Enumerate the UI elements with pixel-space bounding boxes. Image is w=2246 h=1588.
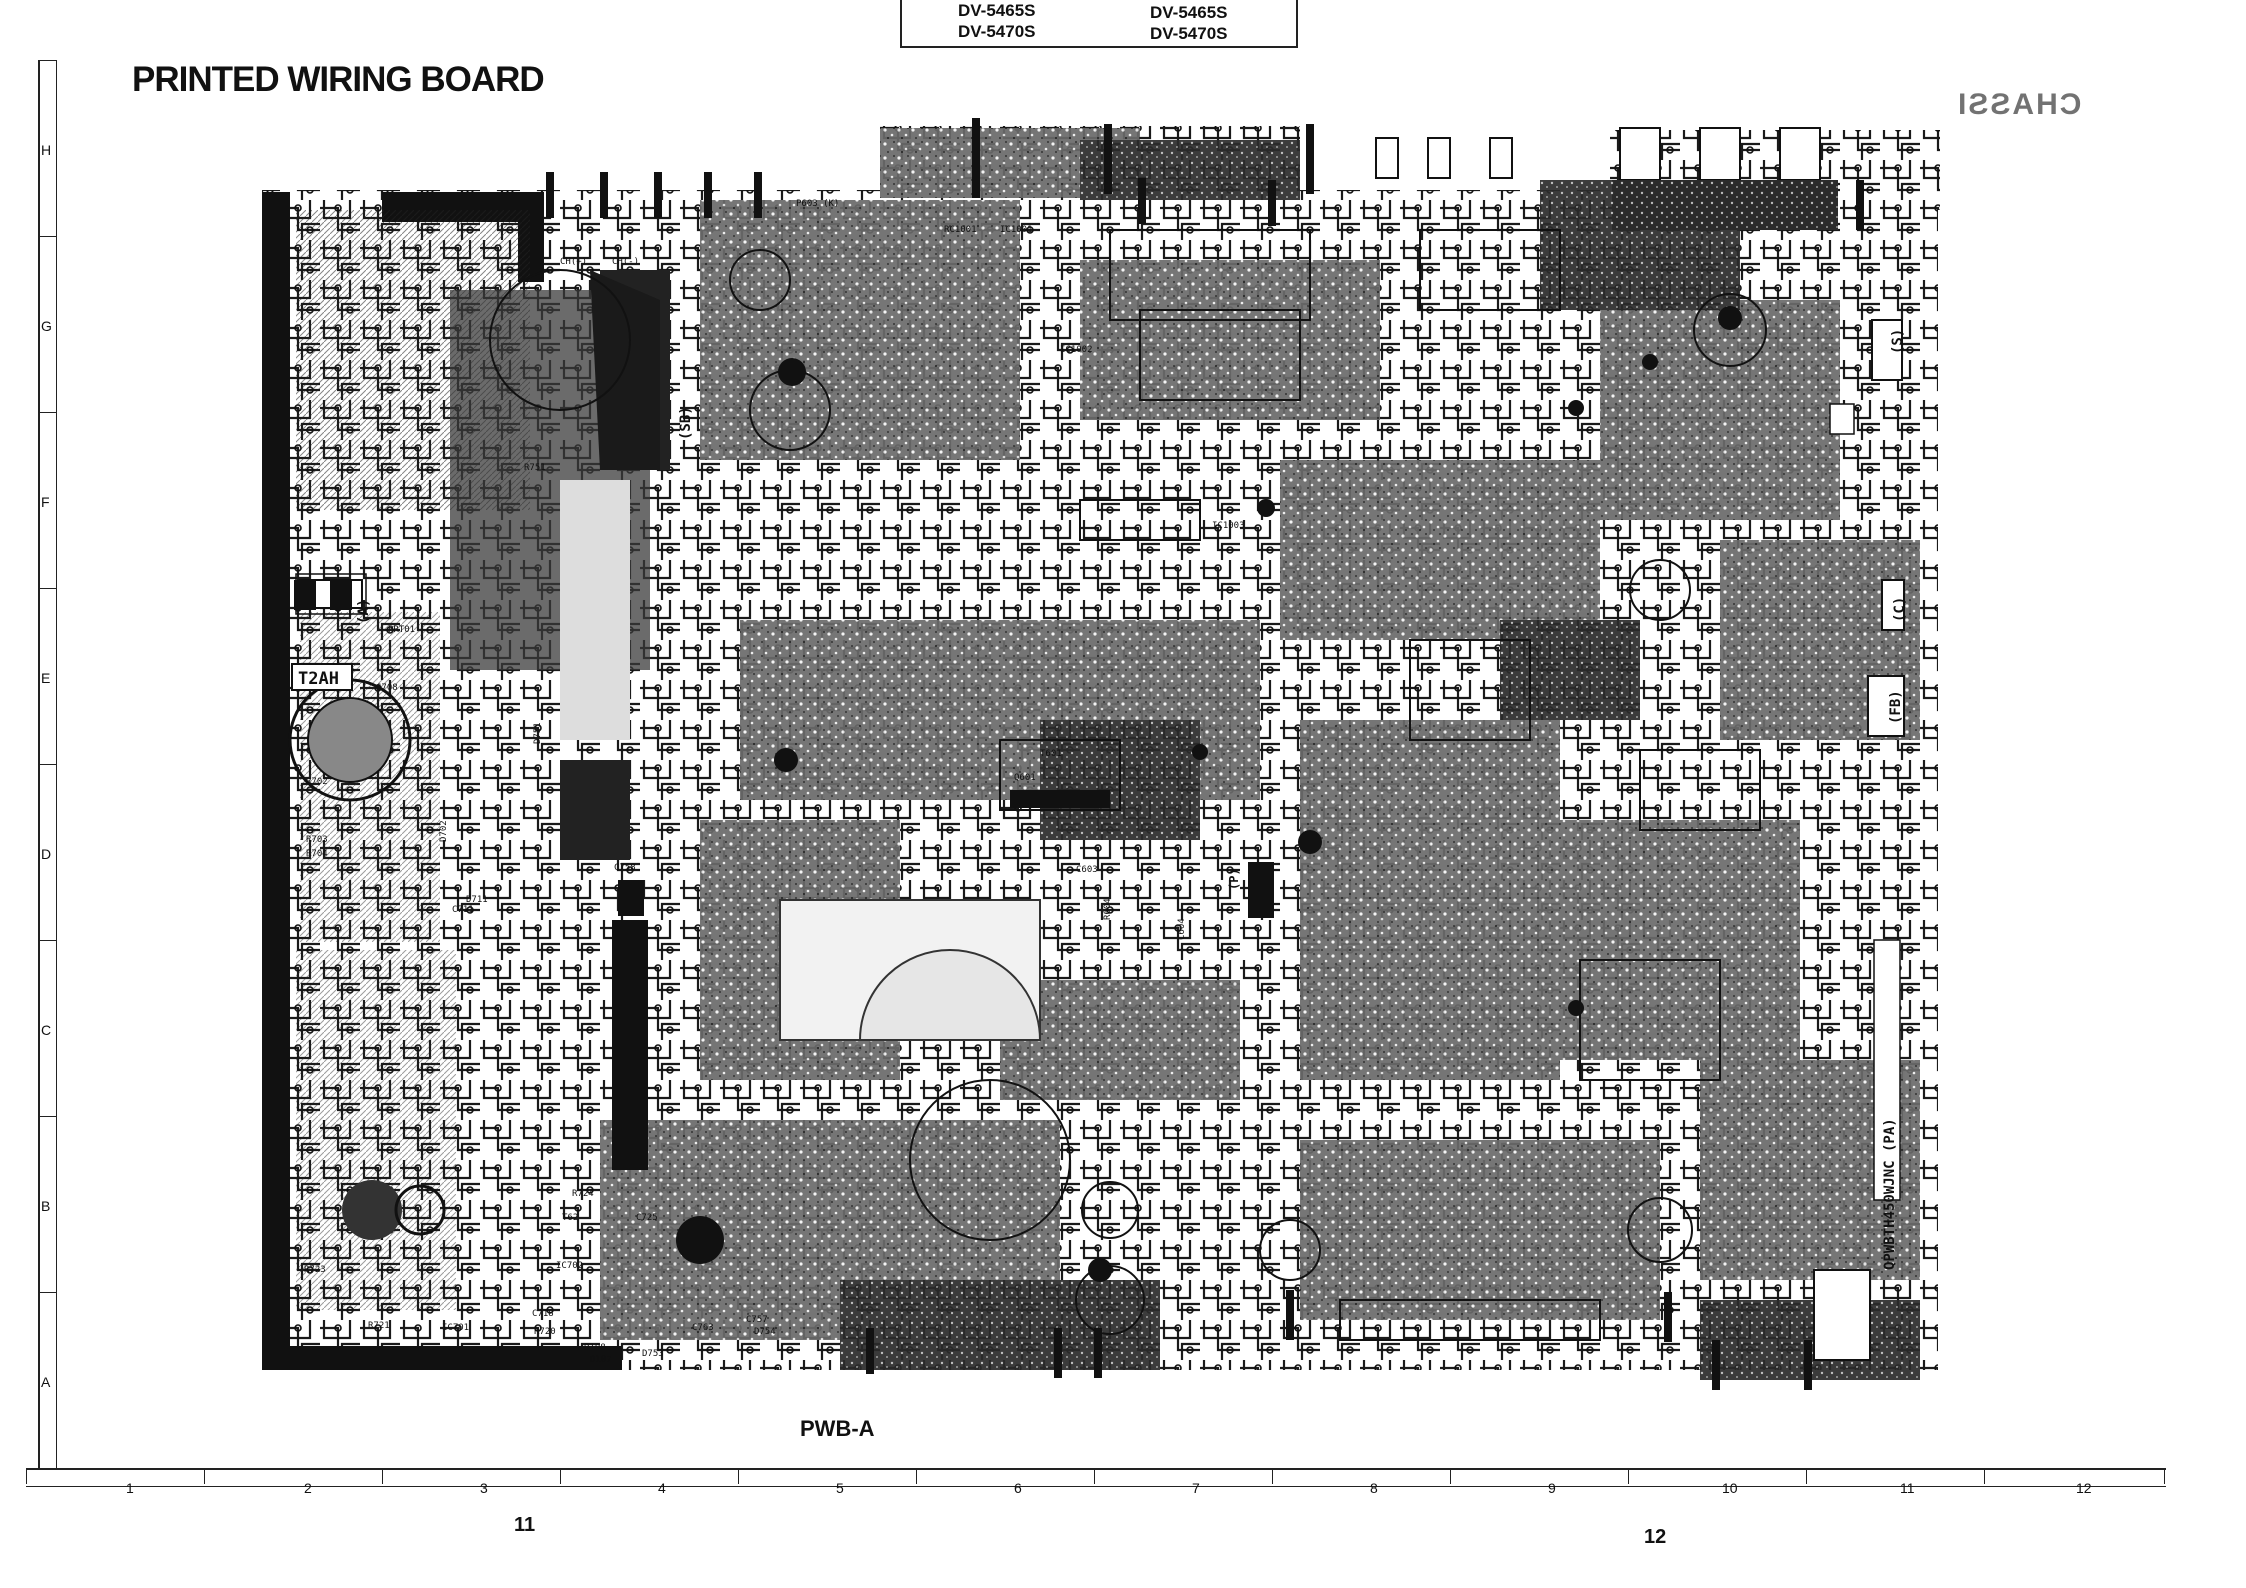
connector-a-label: (A) xyxy=(356,599,372,624)
col-label-7: 7 xyxy=(1192,1480,1200,1496)
col-label-9: 9 xyxy=(1548,1480,1556,1496)
comp-r724: R724 xyxy=(572,1189,594,1199)
right-edge-connectors xyxy=(1248,319,1905,1361)
connector-p-label: (P) xyxy=(1227,868,1241,890)
row-label-c: C xyxy=(41,1022,52,1038)
connector-sb-label: (SB) xyxy=(678,406,694,440)
comp-ic701: IC701 xyxy=(442,1323,469,1333)
comp-c718: C718 xyxy=(532,1309,554,1319)
row-label-f: F xyxy=(41,494,50,510)
connector-fb-label: (FB) xyxy=(1888,690,1904,724)
comp-c725: C725 xyxy=(636,1213,658,1223)
comp-rc1001: RC1001 xyxy=(944,225,977,235)
mounting-tabs xyxy=(546,118,1864,1390)
row-label-g: G xyxy=(41,318,52,334)
col-label-8: 8 xyxy=(1370,1480,1378,1496)
col-label-5: 5 xyxy=(836,1480,844,1496)
model-left-1: DV-5465S xyxy=(958,1,1036,20)
comp-r702: R702 xyxy=(306,777,328,787)
comp-d753: D753 xyxy=(642,1349,664,1359)
row-label-h: H xyxy=(41,142,52,158)
comp-d702: D702 xyxy=(439,820,449,842)
col-label-4: 4 xyxy=(658,1480,666,1496)
row-label-e: E xyxy=(41,670,51,686)
comp-ch-plus: CH(+) xyxy=(560,257,587,267)
connector-k-label: P603 (K) xyxy=(796,199,839,209)
comp-d107: D107 xyxy=(590,1355,612,1365)
comp-c757: C757 xyxy=(746,1315,768,1325)
ic-outlines xyxy=(1079,229,1761,1341)
comp-r751: R751 xyxy=(524,463,546,473)
comp-c708: C708 xyxy=(376,683,398,693)
comp-d754: D754 xyxy=(754,1327,776,1337)
comp-d108: D108 xyxy=(584,1343,606,1353)
part-code-label: QPWBTH450WJNC (PA) xyxy=(1882,1118,1898,1270)
comp-prt01: PRT01 xyxy=(388,625,415,635)
capacitor-outlines xyxy=(489,249,1767,1335)
comp-r703: R703 xyxy=(306,835,328,845)
col-label-6: 6 xyxy=(1014,1480,1022,1496)
page-title: PRINTED WIRING BOARD xyxy=(132,60,545,99)
column-ruler: 1 2 3 4 5 6 7 8 9 10 11 12 xyxy=(26,1468,2166,1502)
col-label-3: 3 xyxy=(480,1480,488,1496)
comp-d751: D751 xyxy=(533,722,543,744)
model-list-right: DV-5465S DV-5470S xyxy=(1150,2,1228,44)
comp-c758: C758 xyxy=(614,863,636,873)
model-list-left: DV-5465S DV-5470S xyxy=(958,0,1036,42)
comp-q601: Q601 xyxy=(1014,773,1036,783)
comp-ic1001: IC1001 xyxy=(1000,225,1033,235)
transformer-label: T601 xyxy=(1040,749,1062,759)
transformer-t601 xyxy=(779,739,1121,1041)
comp-c604: C604 xyxy=(1177,918,1187,940)
col-label-11: 11 xyxy=(1900,1480,1915,1496)
connector-c-label: (C) xyxy=(1892,597,1908,622)
comp-r723: R723 xyxy=(304,1265,326,1275)
page-number-right: 12 xyxy=(1644,1526,1667,1548)
col-label-1: 1 xyxy=(126,1480,134,1496)
comp-ic702: IC702 xyxy=(556,1261,583,1271)
comp-c603: C603 xyxy=(1076,865,1098,875)
top-connectors xyxy=(1375,127,1838,230)
comp-t62: T62 xyxy=(562,1213,578,1223)
model-left-2: DV-5470S xyxy=(958,22,1036,41)
comp-d711: D711 xyxy=(466,895,488,905)
power-supply-section xyxy=(262,192,724,1370)
comp-c711: C711 xyxy=(452,905,474,915)
comp-ic1003: IC1003 xyxy=(1212,521,1245,531)
model-header-box: DV-5465S DV-5470S DV-5465S DV-5470S xyxy=(900,0,1298,48)
comp-r604: R604 xyxy=(1103,898,1113,920)
model-right-2: DV-5470S xyxy=(1150,24,1228,43)
board-label: PWB-A xyxy=(800,1416,875,1441)
row-ruler: H G F E D C B A xyxy=(38,60,57,1470)
page-number-left: 11 xyxy=(514,1514,536,1536)
row-label-b: B xyxy=(41,1198,51,1214)
comp-r704: R704 xyxy=(306,849,328,859)
row-label-d: D xyxy=(41,846,52,862)
dark-capacitors xyxy=(678,306,1742,1282)
comp-r720: R720 xyxy=(534,1327,556,1337)
comp-ch-minus: CH(-) xyxy=(612,257,639,267)
comp-c763: C763 xyxy=(692,1323,714,1333)
col-label-12: 12 xyxy=(2076,1480,2092,1496)
row-label-a: A xyxy=(41,1374,51,1390)
fuse-label: T2AH xyxy=(298,669,339,689)
col-label-2: 2 xyxy=(304,1480,312,1496)
component-labels: T2AH P603 (K) (SB) (A) (S) (C) (FB) (P) … xyxy=(291,199,1908,1365)
col-label-10: 10 xyxy=(1722,1480,1738,1496)
connector-s-label: (S) xyxy=(1890,329,1906,354)
comp-r721: R721 xyxy=(368,1321,390,1331)
comp-ic1002: IC1002 xyxy=(1060,345,1093,355)
model-right-1: DV-5465S xyxy=(1150,3,1228,22)
